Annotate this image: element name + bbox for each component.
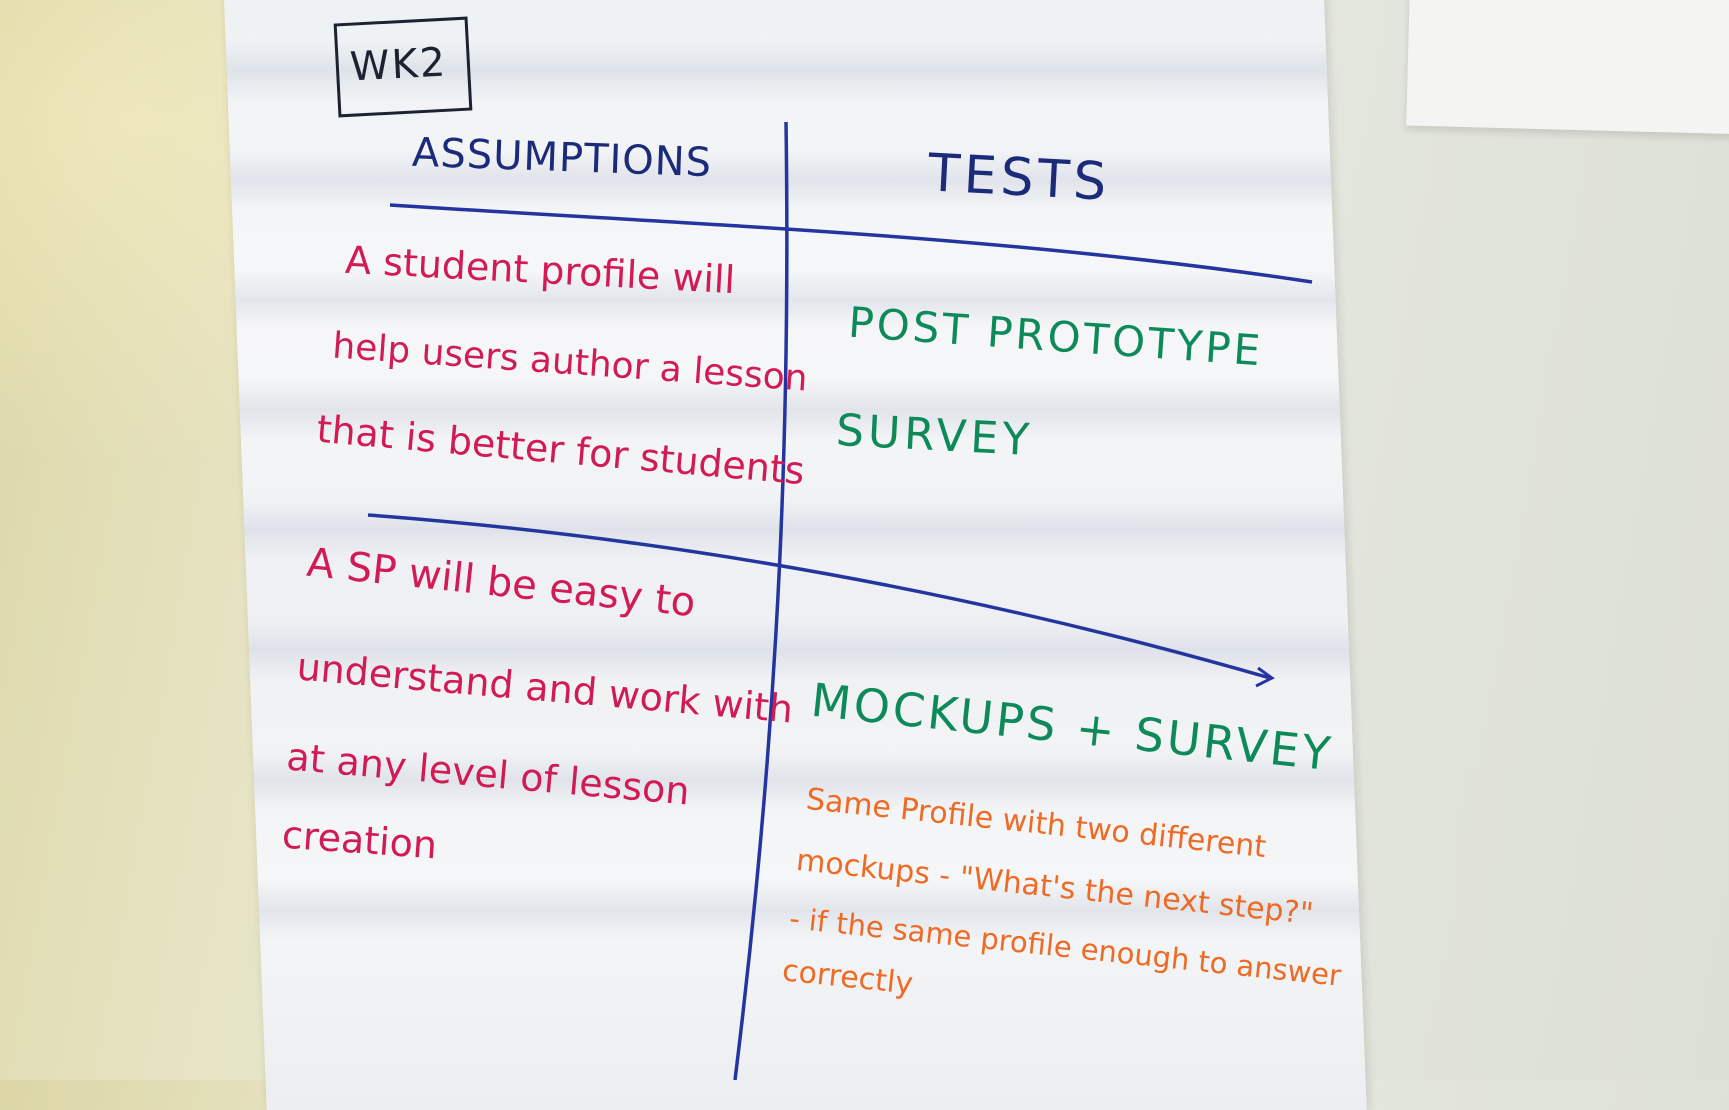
grid-lines bbox=[367, 121, 1313, 1080]
row-divider bbox=[367, 513, 1271, 680]
header-divider bbox=[389, 203, 1313, 284]
test-1-line-2: SURVEY bbox=[834, 404, 1035, 467]
tests-header: TESTS bbox=[926, 143, 1112, 213]
vertical-divider bbox=[733, 121, 789, 1080]
row-divider-arrow bbox=[1255, 666, 1275, 688]
week-tag: WK2 bbox=[348, 39, 449, 91]
